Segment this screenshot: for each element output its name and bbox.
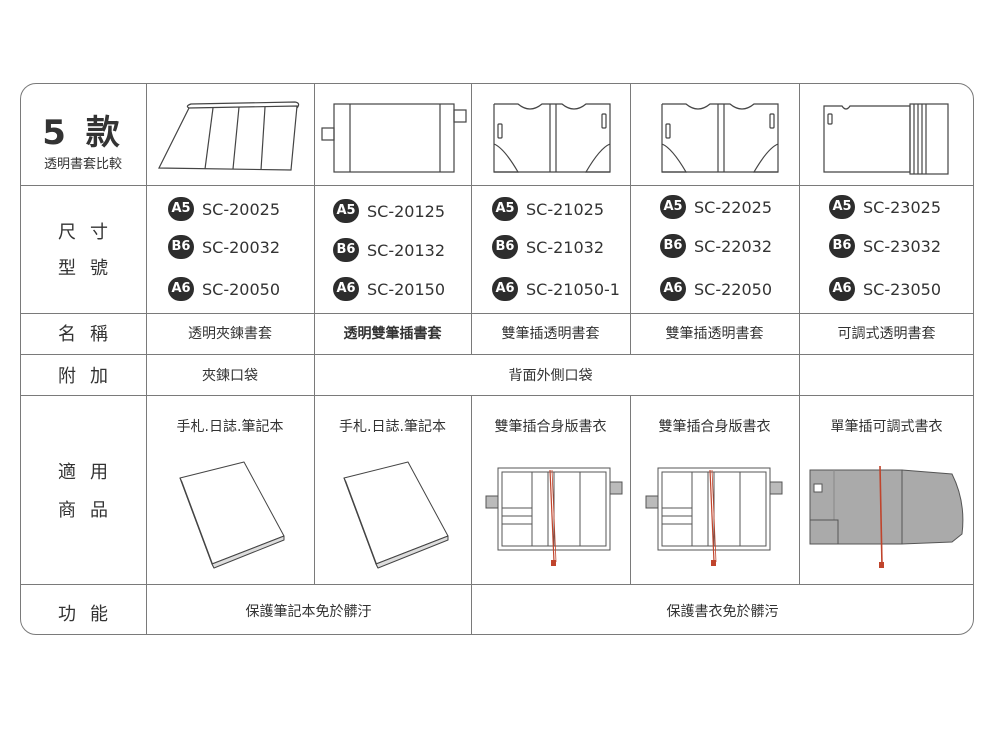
adjustable-book-cover-icon [809,465,964,568]
model-number: SC-20125 [367,201,445,221]
notebook-icon [343,461,449,569]
product-name: 雙筆插透明書套 [501,326,600,342]
col-divider [314,83,315,395]
fitted-cover-icon [493,103,611,173]
size-model: A6 SC-20150 [333,277,445,301]
size-model: A5 SC-22025 [660,195,772,219]
row-label-goods: 商品 [58,500,122,521]
product-name: 透明雙筆插書套 [343,326,442,342]
size-badge: A5 [168,197,194,221]
model-number: SC-21032 [526,237,604,257]
model-number: SC-23025 [863,197,941,217]
usage-text: 雙筆插合身版書衣 [494,419,607,435]
table-subtitle: 透明書套比較 [43,157,122,172]
size-badge: A5 [829,195,855,219]
function-text: 保護筆記本免於髒汙 [245,604,372,620]
row-divider [20,313,974,314]
size-model: A5 SC-20125 [333,199,445,223]
product-name: 透明夾鍊書套 [188,326,272,342]
size-badge: A5 [660,195,686,219]
row-label-model: 型號 [58,258,122,279]
size-badge: A6 [660,277,686,301]
size-model: A6 SC-22050 [660,277,772,301]
row-label-attach: 附加 [58,366,122,387]
model-number: SC-20150 [367,279,445,299]
book-cover-icon [645,467,783,566]
pen-loop-cover-icon [321,103,467,173]
model-number: SC-23050 [863,279,941,299]
model-number: SC-21025 [526,199,604,219]
size-badge: B6 [829,234,855,258]
zip-cover-icon [158,101,300,171]
size-badge: A5 [333,199,359,223]
size-model: A5 SC-21025 [492,197,604,221]
row-divider [20,395,974,396]
size-badge: A6 [168,277,194,301]
size-badge: B6 [333,238,359,262]
row-label-usage: 適用 [58,462,122,483]
size-badge: B6 [492,235,518,259]
fitted-cover-icon [661,103,779,173]
model-number: SC-22025 [694,197,772,217]
size-model: B6 SC-20032 [168,235,280,259]
usage-text: 單筆插可調式書衣 [830,419,943,435]
size-badge: B6 [660,234,686,258]
attachment-zip-pocket: 夾鍊口袋 [202,368,258,384]
product-name: 雙筆插透明書套 [665,326,764,342]
size-badge: A5 [492,197,518,221]
row-divider [20,584,974,585]
size-model: A6 SC-20050 [168,277,280,301]
size-model: A5 SC-23025 [829,195,941,219]
col-divider [471,395,472,635]
row-divider [20,354,974,355]
size-model: A5 SC-20025 [168,197,280,221]
col-divider [146,83,147,635]
size-model: B6 SC-22032 [660,234,772,258]
row-label-name: 名稱 [58,324,122,345]
usage-text: 雙筆插合身版書衣 [658,419,771,435]
size-badge: A6 [333,277,359,301]
model-number: SC-20050 [202,279,280,299]
row-label-size: 尺寸 [58,222,122,243]
usage-text: 手札.日誌.筆記本 [339,419,446,435]
model-number: SC-20032 [202,237,280,257]
size-model: A6 SC-23050 [829,277,941,301]
size-model: B6 SC-21032 [492,235,604,259]
function-text: 保護書衣免於髒污 [666,604,779,620]
product-name: 可調式透明書套 [837,326,936,342]
model-number: SC-21050-1 [526,279,620,299]
comparison-table [20,83,974,635]
col-divider [471,83,472,354]
row-label-function: 功能 [58,604,122,625]
row-divider [20,185,974,186]
table-title: 5 款 [42,113,124,153]
usage-text: 手札.日誌.筆記本 [176,419,284,435]
notebook-icon [179,461,285,569]
adjustable-cover-icon [823,103,949,175]
col-divider [799,83,800,584]
col-divider [630,395,631,584]
attachment-back-pocket: 背面外側口袋 [508,368,593,384]
size-model: A6 SC-21050-1 [492,277,620,301]
size-model: B6 SC-20132 [333,238,445,262]
model-number: SC-20025 [202,199,280,219]
book-cover-icon [485,467,623,566]
model-number: SC-22050 [694,279,772,299]
model-number: SC-23032 [863,236,941,256]
size-badge: A6 [829,277,855,301]
col-divider [630,83,631,354]
size-badge: B6 [168,235,194,259]
model-number: SC-22032 [694,236,772,256]
size-badge: A6 [492,277,518,301]
model-number: SC-20132 [367,240,445,260]
size-model: B6 SC-23032 [829,234,941,258]
col-divider [314,395,315,584]
